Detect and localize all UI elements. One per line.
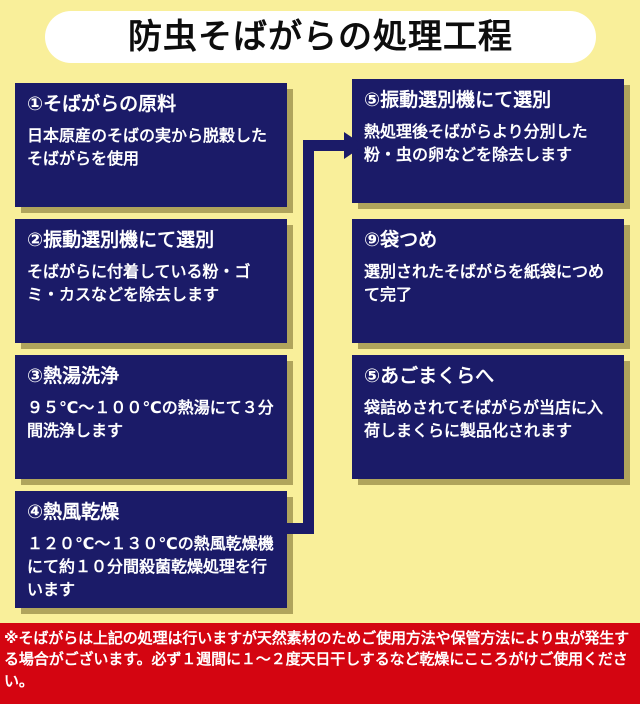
process-step-box-4: ④熱風乾燥 １２０℃～１３０℃の熱風乾燥機にて約１０分間殺菌乾燥処理を行います [15,491,287,608]
step-body: 熱処理後そばがらより分別した粉・虫の卵などを除去します [364,121,588,164]
step-heading: ⑤あごまくらへ [364,365,495,387]
process-step-box-7: ⑤あごまくらへ 袋詰めされてそばがらが当店に入荷しまくらに製品化されます [352,355,624,479]
process-step-box-6: ⑨袋つめ 選別されたそばがらを紙袋につめて完了 [352,219,624,343]
process-step-box-3: ③熱湯洗浄 ９５℃～１００℃の熱湯にて３分間洗浄します [15,355,287,479]
step-heading: ④熱風乾燥 [27,501,120,523]
page-title-pill: 防虫そばがらの処理工程 [45,11,596,63]
step-heading: ⑤振動選別機にて選別 [364,89,552,111]
process-step-box-1: ①そばがらの原料 日本原産のそばの実から脱穀したそばがらを使用 [15,83,287,207]
process-step-box-2: ②振動選別機にて選別 そばがらに付着している粉・ゴミ・カスなどを除去します [15,219,287,343]
step-heading: ①そばがらの原料 [27,93,177,115]
step-body: そばがらに付着している粉・ゴミ・カスなどを除去します [27,261,251,304]
step-heading: ⑨袋つめ [364,229,438,251]
page-title: 防虫そばがらの処理工程 [128,17,513,57]
step-body: ９５℃～１００℃の熱湯にて３分間洗浄します [27,397,274,440]
step-body: 選別されたそばがらを紙袋につめて完了 [364,261,605,304]
step-heading: ③熱湯洗浄 [27,365,120,387]
step-body: 袋詰めされてそばがらが当店に入荷しまくらに製品化されます [364,397,604,440]
step-heading: ②振動選別機にて選別 [27,229,215,251]
process-step-box-5: ⑤振動選別機にて選別 熱処理後そばがらより分別した粉・虫の卵などを除去します [352,79,624,203]
warning-footer-text: ※そばがらは上記の処理は行いますが天然素材のためご使用方法や保管方法により虫が発… [4,629,630,690]
step-body: １２０℃～１３０℃の熱風乾燥機にて約１０分間殺菌乾燥処理を行います [27,533,274,600]
step-body: 日本原産のそばの実から脱穀したそばがらを使用 [27,125,268,168]
warning-footer-band: ※そばがらは上記の処理は行いますが天然素材のためご使用方法や保管方法により虫が発… [0,623,640,704]
